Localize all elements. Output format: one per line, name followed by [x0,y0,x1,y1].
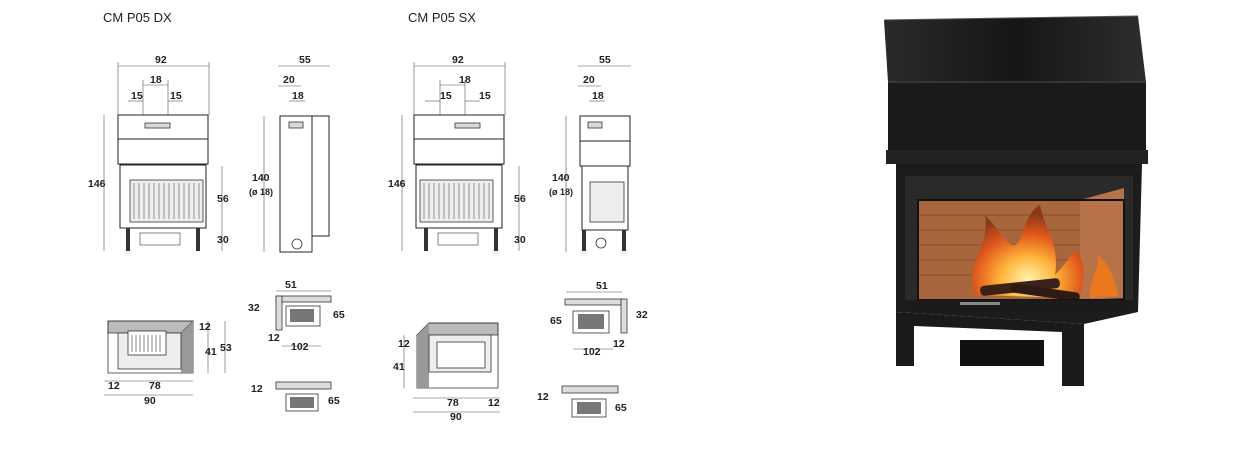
sx-outlet-left-dim: 15 [440,90,452,102]
corner-view-dx: 51 32 65 12 102 [248,279,345,353]
opening-height-dim: 56 [217,193,229,205]
wall-dx-gap-dim: 12 [251,383,263,395]
sx-front-width-dim: 92 [452,54,464,66]
plan-view-sx: 12 41 78 12 90 [393,322,500,423]
model-title-dx: CM P05 DX [103,10,172,25]
wall-dx-depth-dim: 65 [328,395,340,407]
front-view-sx: 92 18 15 15 146 56 30 [388,54,526,251]
corner-sx-left-dim: 65 [550,315,562,327]
sx-side-outlet-b-dim: 18 [592,90,604,102]
air-inlet [291,238,303,250]
corner-dx-bottom-left-dim: 12 [268,332,280,344]
outlet-plate [144,122,171,129]
corner-sx-top-dim: 51 [596,280,608,292]
wall-sx-depth-dim: 65 [615,402,627,414]
corner-sx-right-dim: 32 [636,309,648,321]
plan-view-dx: 12 41 53 12 78 90 [104,320,232,407]
plan-sx-right-dim: 12 [488,397,500,409]
model-title-sx: CM P05 SX [408,10,476,25]
sx-side-outlet-a-dim: 20 [583,74,595,86]
front-height-dim: 146 [88,178,106,190]
plan-dx-left-dim: 12 [108,380,120,392]
leg-right [196,228,200,251]
plan-sx-opening-dim: 78 [447,397,459,409]
outlet-right-dim: 15 [170,90,182,102]
corner-view-sx: 51 65 32 102 12 [550,280,648,358]
plan-dx-opening-dim: 78 [149,380,161,392]
plan-dx-depth-dim: 41 [205,346,217,358]
side-height-note: (ø 18) [249,187,273,197]
hood-upper [884,16,1146,82]
sx-front-height-dim: 146 [388,178,406,190]
hood-lower [888,82,1146,156]
base-height-dim: 30 [217,234,229,246]
side-view-dx: 55 20 18 140 (ø 18) [249,54,330,253]
fireplace-photo [883,15,1148,386]
outlet-spacing-dim: 18 [150,74,162,86]
front-width-dim: 92 [155,54,167,66]
upper-panel [117,138,209,165]
corner-dx-left-dim: 32 [248,302,260,314]
hood-band [886,150,1148,164]
base-frame [896,312,1084,386]
plan-sx-width-dim: 90 [450,411,462,423]
base-drawer [960,340,1044,366]
sx-side-height-dim: 140 [552,172,570,184]
plan-sx-side-dim: 12 [398,338,410,350]
sx-opening-height-dim: 56 [514,193,526,205]
corner-dx-right-dim: 65 [333,309,345,321]
corner-dx-bottom-width-dim: 102 [291,341,309,353]
side-outlet-b-dim: 18 [292,90,304,102]
leg-left [126,228,130,251]
side-height-dim: 140 [252,172,270,184]
sx-side-depth-dim: 55 [599,54,611,66]
side-outlet-a-dim: 20 [283,74,295,86]
firebox-glass [129,179,204,223]
wall-sx-gap-dim: 12 [537,391,549,403]
firebox-side [1080,188,1124,300]
door-handle [960,302,1000,305]
plan-sx-depth-dim: 41 [393,361,405,373]
log-2 [1010,283,1080,302]
front-view-dx: 92 18 15 15 146 56 30 [88,54,229,251]
side-body [279,115,313,253]
side-depth-dim: 55 [299,54,311,66]
corner-sx-bottom-width-dim: 102 [583,346,601,358]
plan-dx-side-dim: 12 [199,321,211,333]
corner-sx-bottom-right-dim: 12 [613,338,625,350]
ash-box [139,232,181,246]
plan-dx-total-depth-dim: 53 [220,342,232,354]
outlet-left-dim: 15 [131,90,143,102]
wall-view-dx: 12 65 [251,381,340,412]
sx-outlet-right-dim: 15 [479,90,491,102]
flames [972,205,1084,298]
corner-dx-top-dim: 51 [285,279,297,291]
sx-side-height-note: (ø 18) [549,187,573,197]
side-panel [311,115,330,237]
side-outlet [288,121,304,129]
plan-dx-width-dim: 90 [144,395,156,407]
sx-base-height-dim: 30 [514,234,526,246]
side-view-sx: 55 20 18 140 (ø 18) [549,54,631,252]
wall-view-sx: 12 65 [537,385,627,418]
